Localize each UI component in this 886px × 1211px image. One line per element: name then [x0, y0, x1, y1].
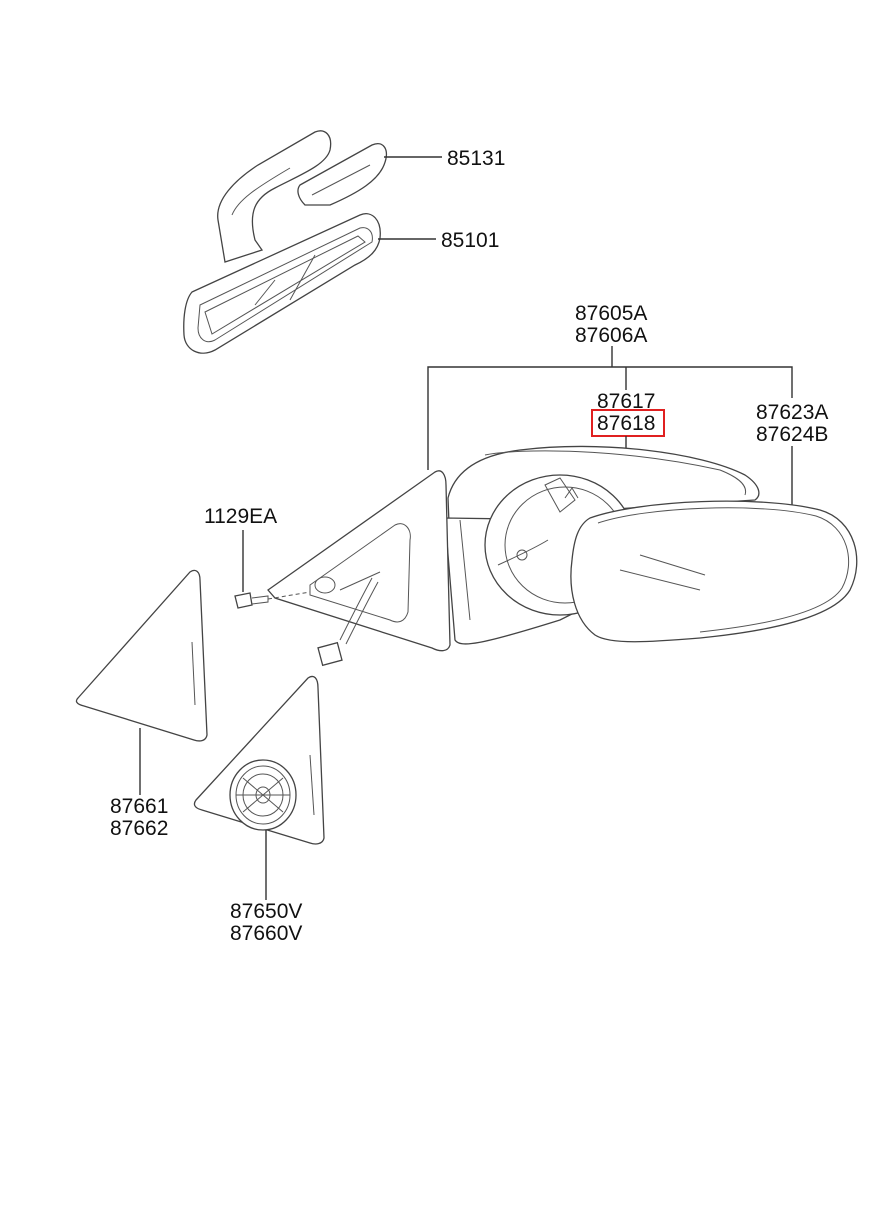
label-87606A: 87606A — [575, 324, 647, 347]
bracket-87605A — [427, 366, 793, 470]
label-87618: 87618 — [597, 412, 655, 435]
label-87617: 87617 — [597, 390, 655, 413]
label-87662: 87662 — [110, 817, 168, 840]
label-1129EA: 1129EA — [204, 505, 277, 528]
label-87660V: 87660V — [230, 922, 302, 945]
label-87650V: 87650V — [230, 900, 302, 923]
label-85131: 85131 — [447, 147, 505, 170]
label-87624B: 87624B — [756, 423, 828, 446]
screw — [234, 591, 311, 609]
triangle-trim-cover — [75, 569, 208, 742]
speaker-grille — [229, 759, 297, 831]
mirror-glass — [570, 500, 858, 643]
rearview-mirror — [183, 213, 381, 354]
rearview-mirror-cover — [217, 130, 387, 263]
label-85101: 85101 — [441, 229, 499, 252]
highlight-box-87618 — [591, 409, 665, 437]
label-87661: 87661 — [110, 795, 168, 818]
label-87605A: 87605A — [575, 302, 647, 325]
mirror-base-plate — [267, 470, 451, 667]
label-87623A: 87623A — [756, 401, 828, 424]
